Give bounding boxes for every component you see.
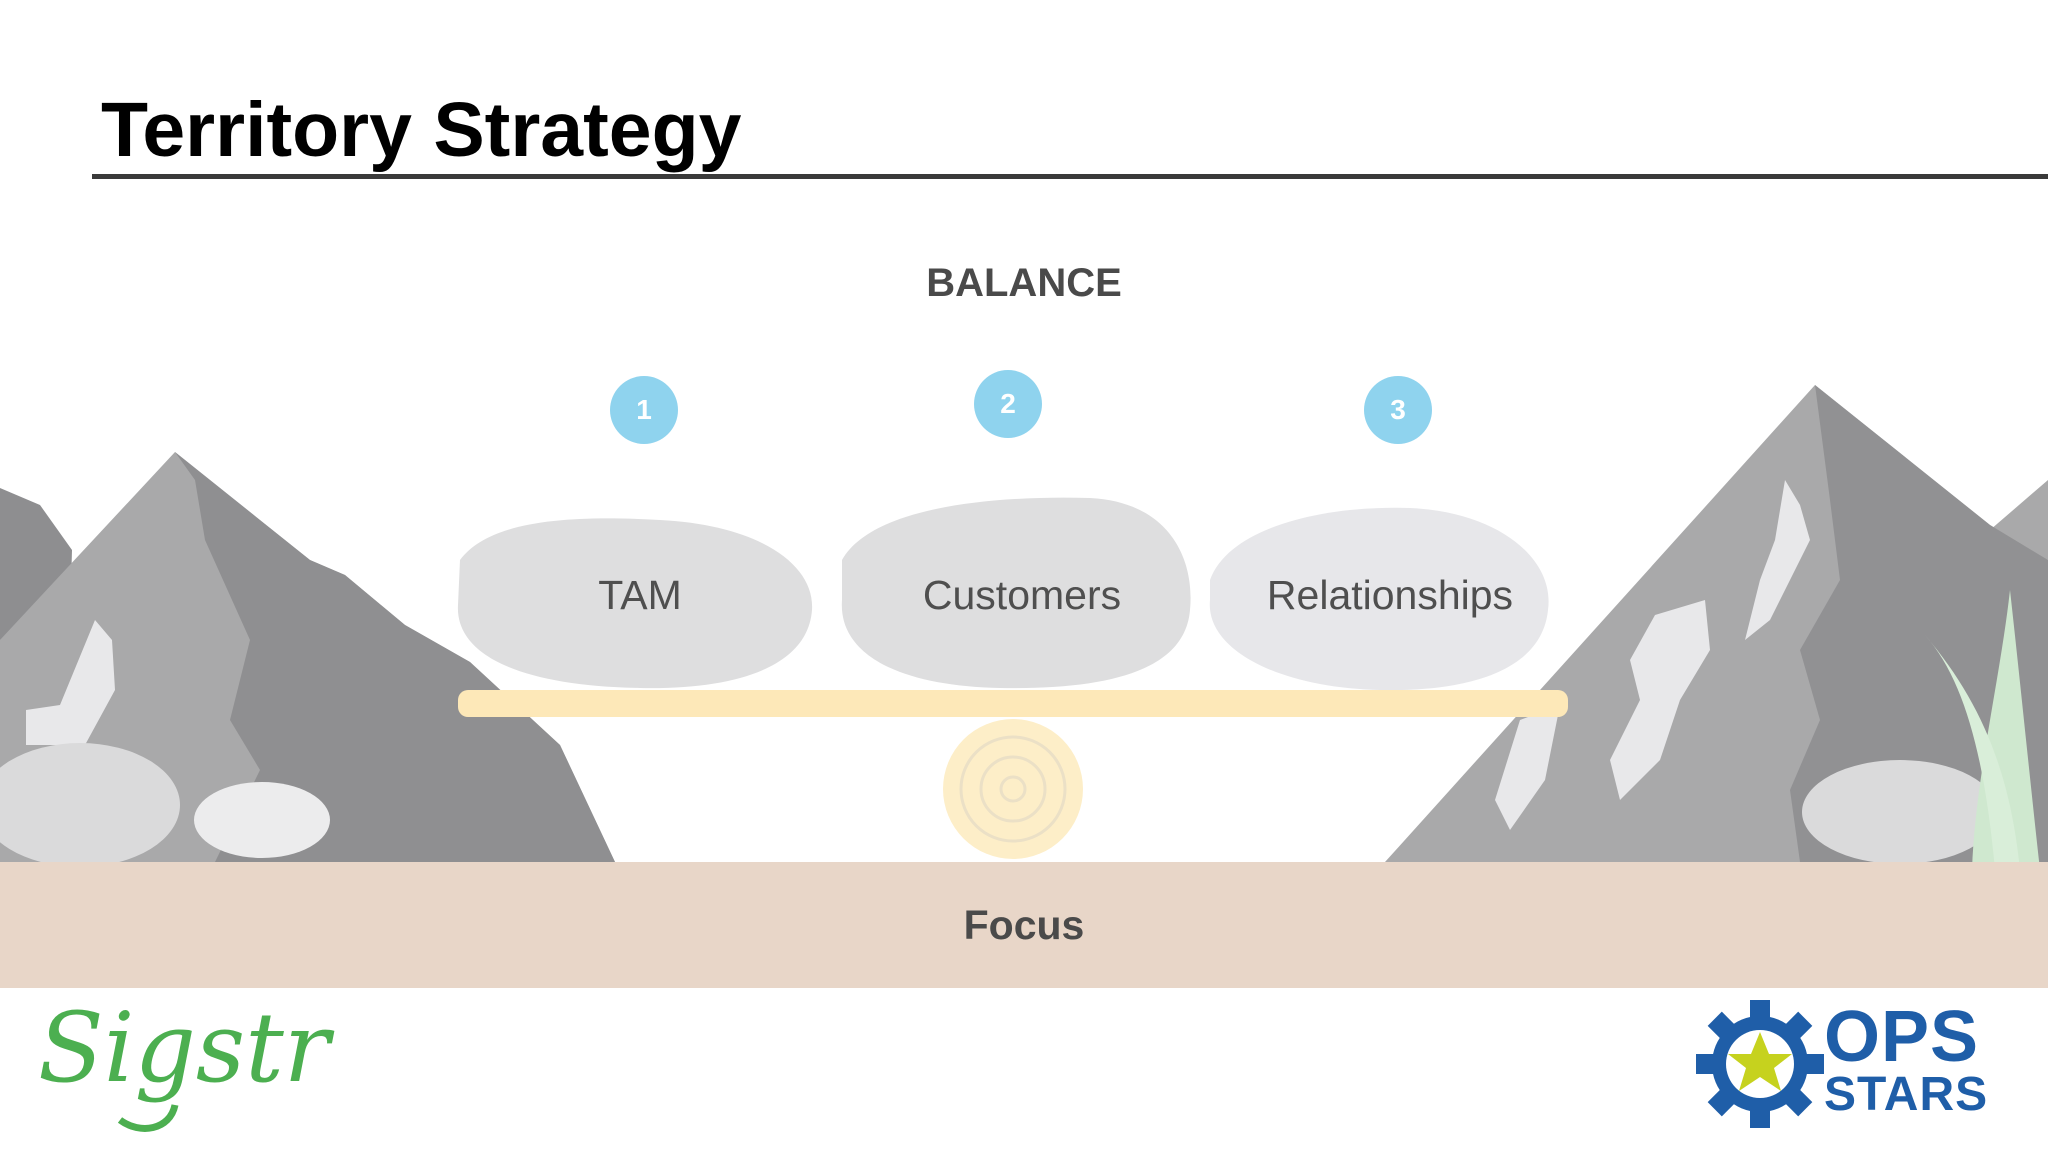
- slide-title: Territory Strategy: [101, 87, 742, 173]
- mountain-right-snow-2: [1610, 600, 1710, 800]
- ops-stars-logo-line1: OPS: [1824, 997, 1980, 1077]
- sigstr-swirl: [117, 1103, 179, 1132]
- grass-blade: [1925, 635, 2020, 870]
- pillar-1-badge: 1: [610, 376, 678, 444]
- mountain-right-snow-1: [1745, 480, 1810, 640]
- pillar-2-badge: 2: [974, 370, 1042, 438]
- pillar-3-badge: 3: [1364, 376, 1432, 444]
- mountain-right-snow-3: [1495, 705, 1560, 830]
- balance-log: [943, 719, 1083, 859]
- ground: [0, 862, 2048, 988]
- focus-label: Focus: [963, 902, 1085, 948]
- rock-left-small: [194, 782, 330, 858]
- sigstr-logo-text: Sigstr: [38, 992, 330, 1104]
- balance-plank: [458, 690, 1568, 717]
- ops-stars-star-icon: [1728, 1032, 1792, 1091]
- pillar-1-label: TAM: [598, 571, 682, 618]
- ops-stars-logo-line2: STARS: [1824, 1068, 1989, 1121]
- ops-stars-gear-icon: [1696, 1000, 1824, 1128]
- pillar-3-label: Relationships: [1266, 571, 1514, 618]
- pillar-2-label: Customers: [922, 571, 1122, 618]
- stone-customers: [841, 497, 1191, 689]
- rock-right: [1802, 760, 1998, 864]
- mountain-left-shadow: [175, 452, 615, 862]
- rock-left-large: [0, 743, 180, 867]
- title-divider: [92, 174, 2048, 179]
- balance-heading: BALANCE: [926, 261, 1122, 305]
- mountain-left-snow: [26, 620, 115, 745]
- ops-stars-logo: OPS STARS: [1824, 997, 2004, 1121]
- stone-tam: [457, 518, 813, 689]
- sigstr-logo: Sigstr: [38, 988, 330, 1108]
- stone-relationships: [1209, 507, 1549, 691]
